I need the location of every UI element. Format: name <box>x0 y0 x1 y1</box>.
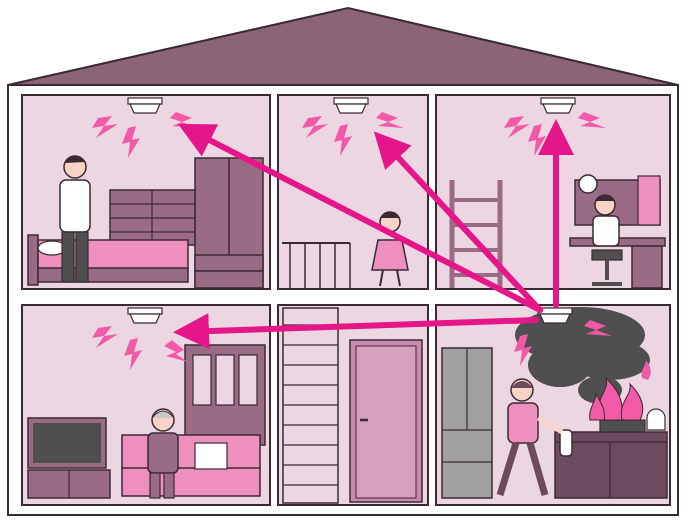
globe-icon <box>579 175 597 193</box>
roof <box>8 8 678 85</box>
smoke-alarm-living-room <box>128 308 162 323</box>
living-tv <box>28 418 110 498</box>
smoke-alarm-kitchen <box>538 308 572 323</box>
stairwell-staircase <box>283 308 338 503</box>
kitchen-refrigerator <box>442 348 492 498</box>
fire-extinguisher-icon <box>560 430 572 456</box>
smoke-alarm-bedroom <box>128 98 162 113</box>
living-sofa <box>122 435 260 496</box>
smoke-alarm-child-room <box>334 98 368 113</box>
living-cabinet <box>185 345 265 445</box>
stairwell-door <box>350 340 422 502</box>
smoke-alarm-study <box>541 98 575 113</box>
